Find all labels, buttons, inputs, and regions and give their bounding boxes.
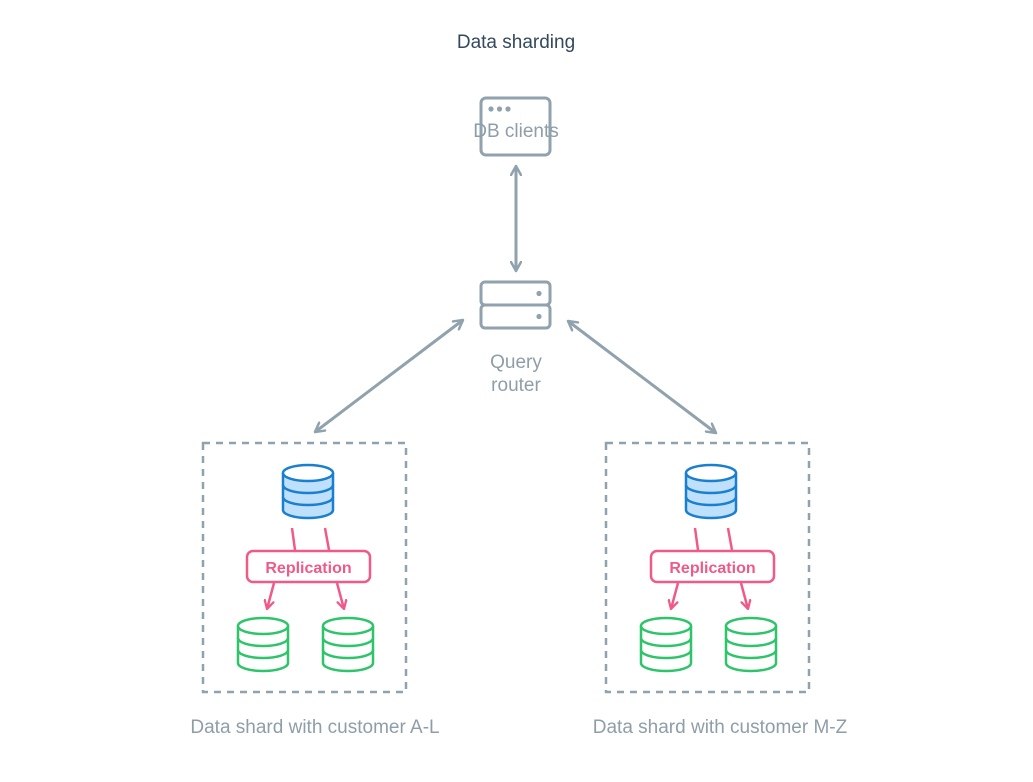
replication-arrow-right-b	[739, 582, 748, 609]
database-icon	[684, 463, 738, 520]
replication-badge-right	[649, 549, 776, 584]
server-icon	[479, 280, 552, 330]
query-router-label-line2: router	[491, 375, 541, 396]
replication-label-left: Replication	[265, 560, 351, 577]
replication-badge-left	[245, 549, 372, 584]
replication-line-left-a	[290, 527, 297, 551]
shard-left-label: Data shard with customer A-L	[190, 717, 439, 738]
replication-arrow-right-a	[671, 582, 680, 609]
replication-label-right: Replication	[669, 560, 755, 577]
replication-arrow-left-a	[267, 582, 276, 609]
browser-window-icon	[479, 96, 552, 157]
shard-left: Replication	[201, 441, 408, 694]
replication-arrow-left-b	[335, 582, 344, 609]
replication-line-right-b	[726, 527, 734, 551]
query-router-label-line1: Query	[490, 352, 542, 373]
database-icon	[724, 616, 778, 673]
router-shard-left-arrow	[315, 320, 463, 432]
db-clients-label: DB clients	[473, 121, 559, 142]
shard-right: Replication	[604, 441, 811, 694]
shard-left-border	[201, 441, 408, 694]
replication-line-left-b	[323, 527, 331, 551]
diagram-title: Data sharding	[457, 32, 575, 53]
database-icon	[639, 616, 693, 673]
router-shard-right-arrow	[568, 321, 716, 433]
database-icon	[281, 463, 335, 520]
database-icon	[236, 616, 290, 673]
shard-right-label: Data shard with customer M-Z	[593, 717, 848, 738]
shard-right-border	[604, 441, 811, 694]
replication-line-right-a	[693, 527, 700, 551]
database-icon	[321, 616, 375, 673]
